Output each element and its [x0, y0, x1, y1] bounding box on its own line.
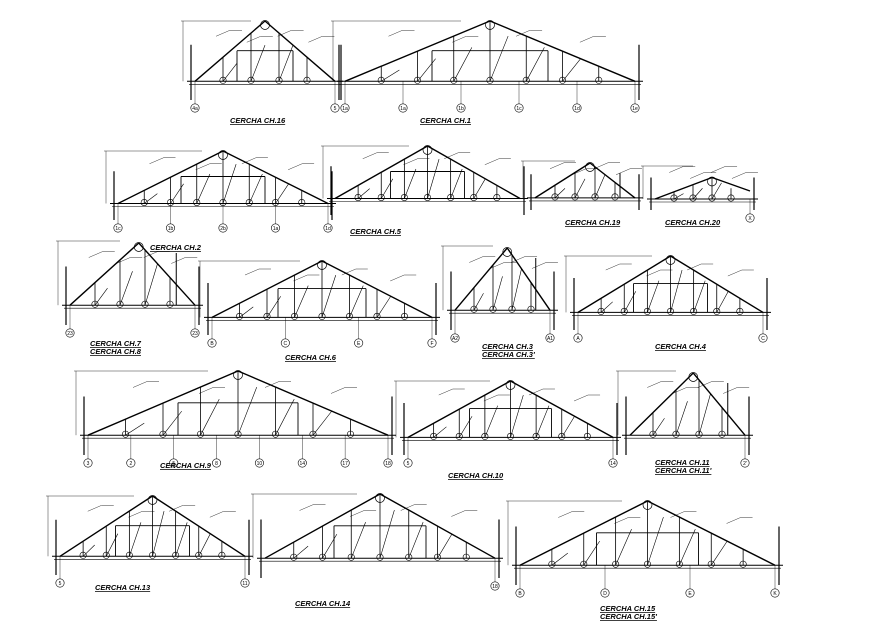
- grid-bubble-label: A: [576, 336, 580, 342]
- truss-title-secondary: CERCHA CH.8: [90, 347, 142, 356]
- grid-bubble-label: 1c: [115, 226, 121, 232]
- grid-bubble-label: 2b: [220, 226, 226, 232]
- truss-title: CERCHA CH.2: [150, 243, 202, 252]
- grid-bubble-label: 2: [129, 461, 132, 467]
- grid-bubble-label: 14: [300, 461, 306, 467]
- truss-title: CERCHA CH.19: [565, 218, 621, 227]
- truss-title-secondary: CERCHA CH.15': [600, 612, 657, 621]
- grid-bubble-label: E: [688, 591, 692, 597]
- grid-bubble-label: X: [748, 216, 752, 222]
- grid-bubble-label: K: [773, 591, 777, 597]
- truss-title: CERCHA CH.20: [665, 218, 721, 227]
- truss-title: CERCHA CH.16: [230, 116, 286, 125]
- grid-bubble-label: E: [357, 341, 361, 347]
- truss-title: CERCHA CH.7: [90, 339, 142, 348]
- truss-title: CERCHA CH.9: [160, 461, 212, 470]
- truss-title: CERCHA CH.13: [95, 583, 151, 592]
- truss-title: CERCHA CH.3: [482, 342, 534, 351]
- grid-bubble-label: 23: [67, 331, 73, 337]
- truss-title: CERCHA CH.15: [600, 604, 656, 613]
- grid-bubble-label: 1b: [458, 106, 464, 112]
- truss-ch5: CERCHA CH.5: [321, 145, 528, 236]
- truss-title: CERCHA CH.1: [420, 116, 471, 125]
- grid-bubble-label: 5: [172, 461, 175, 467]
- truss-title: CERCHA CH.4: [655, 342, 707, 351]
- grid-bubble-label: C: [761, 336, 765, 342]
- grid-bubble-label: 1d: [574, 106, 580, 112]
- truss-title: CERCHA CH.10: [448, 471, 504, 480]
- grid-bubble-label: 5: [407, 461, 410, 467]
- grid-bubble-label: 5: [59, 581, 62, 587]
- truss-ch19: CERCHA CH.19: [521, 160, 643, 227]
- truss-title-secondary: CERCHA CH.11': [655, 466, 712, 475]
- grid-bubble-label: 18: [492, 584, 498, 590]
- grid-bubble-label: A1: [547, 336, 553, 342]
- grid-bubble-label: B: [210, 341, 214, 347]
- grid-bubble-label: 1c: [516, 106, 522, 112]
- grid-bubble-label: 8: [215, 461, 218, 467]
- grid-bubble-label: 1a: [400, 106, 406, 112]
- truss-title: CERCHA CH.5: [350, 227, 402, 236]
- truss-ch6: B C E F CERCHA CH.6: [198, 260, 440, 362]
- grid-bubble-label: 1a: [342, 106, 348, 112]
- grid-bubble-label: 14: [610, 461, 616, 467]
- grid-bubble-label: 1d: [325, 226, 331, 232]
- grid-bubble-label: 23: [192, 331, 198, 337]
- grid-bubble-label: 1b: [168, 226, 174, 232]
- grid-bubble-label: 17: [342, 461, 348, 467]
- truss-title-secondary: CERCHA CH.3': [482, 350, 535, 359]
- grid-bubble-label: F: [430, 341, 433, 347]
- grid-bubble-label: C: [284, 341, 288, 347]
- grid-bubble-label: 4a: [192, 106, 198, 112]
- grid-bubble-label: 3: [87, 461, 90, 467]
- grid-bubble-label: 10: [257, 461, 263, 467]
- truss-title: CERCHA CH.6: [285, 353, 337, 362]
- grid-bubble-label: 1a: [273, 226, 279, 232]
- grid-bubble-label: 5: [334, 106, 337, 112]
- truss-ch4: A C CERCHA CH.4: [564, 255, 771, 351]
- truss-ch13: 5 11 CERCHA CH.13: [46, 495, 253, 592]
- grid-bubble-label: 18: [385, 461, 391, 467]
- grid-bubble-label: B: [518, 591, 522, 597]
- truss-ch20: X CERCHA CH.20: [641, 165, 758, 227]
- grid-bubble-label: D: [603, 591, 607, 597]
- truss-title: CERCHA CH.14: [295, 599, 351, 608]
- truss-title: CERCHA CH.11: [655, 458, 710, 467]
- grid-bubble-label: 2': [743, 461, 747, 467]
- grid-bubble-label: 1e: [632, 106, 638, 112]
- grid-bubble-label: 11: [242, 581, 247, 587]
- grid-bubble-label: A2: [452, 336, 458, 342]
- truss-ch9: 3 2 5 8 10 14 17 18 CERCHA CH.9: [74, 370, 396, 470]
